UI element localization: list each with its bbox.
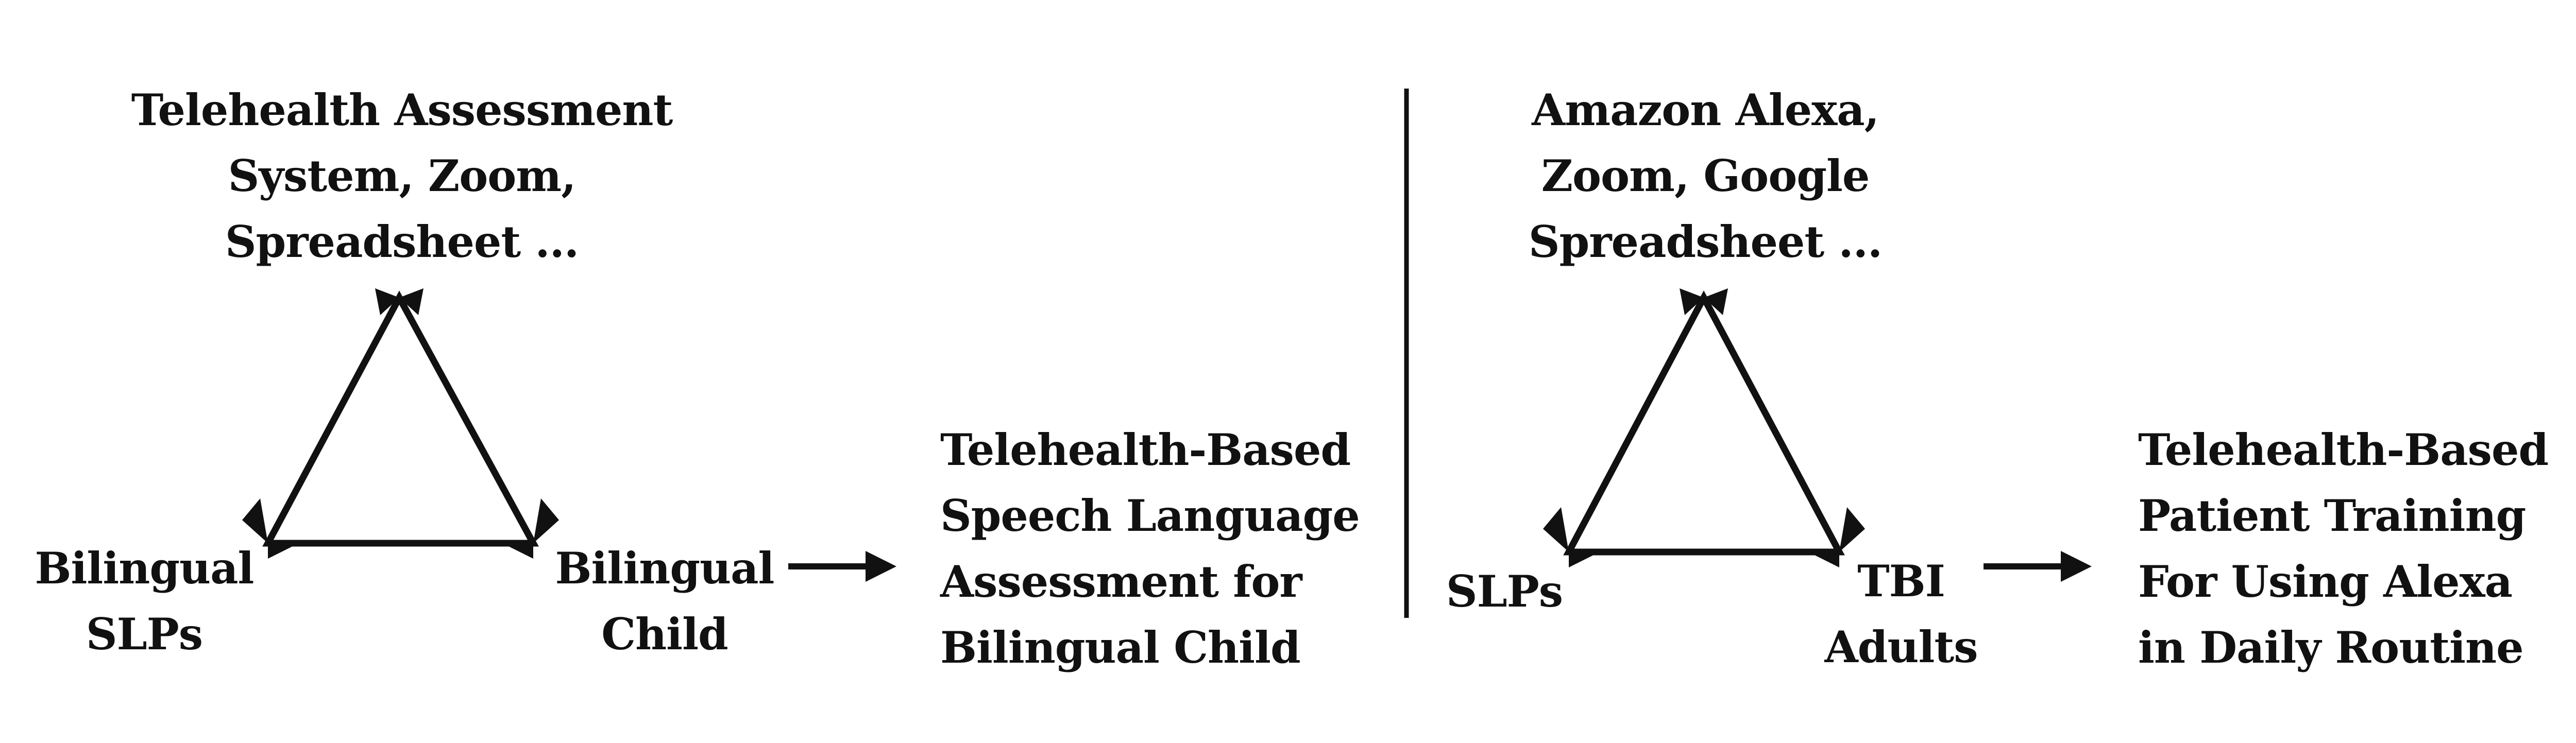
left-br-arrowhead-b bbox=[502, 543, 533, 559]
right-top-arrowhead-a bbox=[1680, 288, 1704, 315]
right-object-label: TBI Adults bbox=[1824, 556, 1978, 672]
right-subject-label: SLPs bbox=[1446, 566, 1563, 617]
right-bl-arrowhead-a bbox=[1543, 507, 1569, 552]
right-tools-label: Amazon Alexa, Zoom, Google Spreadsheet .… bbox=[1528, 84, 1883, 267]
right-top-arrowhead-b bbox=[1704, 288, 1728, 315]
left-subject-label: Bilingual SLPs bbox=[35, 543, 255, 660]
left-object-label: Bilingual Child bbox=[555, 543, 775, 660]
left-outcome-label: Telehealth-Based Speech Language Assessm… bbox=[940, 424, 1360, 673]
left-triangle-arrowheads bbox=[242, 288, 559, 559]
right-outcome-arrow bbox=[1984, 551, 2092, 582]
left-activity-triangle bbox=[262, 290, 539, 547]
right-activity-triangle bbox=[1563, 290, 1845, 556]
right-outcome-label: Telehealth-Based Patient Training For Us… bbox=[2138, 424, 2549, 673]
left-bl-arrowhead-b bbox=[268, 543, 299, 559]
right-br-arrowhead-b bbox=[1808, 552, 1839, 567]
left-tools-label: Telehealth Assessment System, Zoom, Spre… bbox=[131, 84, 673, 267]
right-bl-arrowhead-b bbox=[1569, 552, 1600, 567]
left-outcome-arrow bbox=[788, 551, 896, 582]
left-bl-arrowhead-a bbox=[242, 498, 268, 543]
left-top-arrowhead-b bbox=[399, 288, 423, 315]
left-br-arrowhead-a bbox=[533, 498, 559, 543]
right-triangle-arrowheads bbox=[1543, 288, 1865, 567]
left-top-arrowhead-a bbox=[375, 288, 399, 315]
right-br-arrowhead-a bbox=[1839, 507, 1865, 552]
